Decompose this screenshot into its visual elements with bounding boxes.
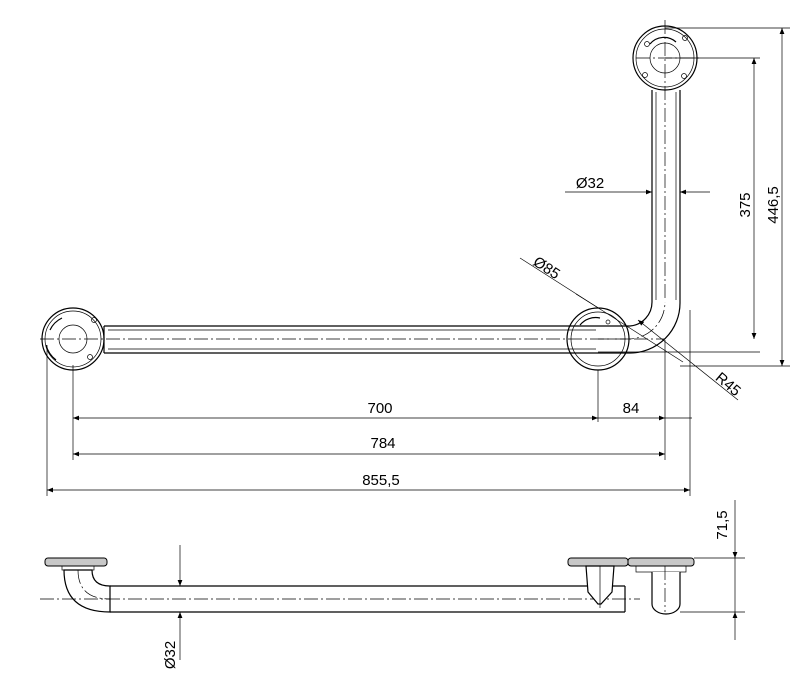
dim-375: 375	[737, 192, 754, 217]
bend	[598, 301, 681, 354]
side-left-flange	[44, 557, 108, 571]
vertical-bar	[651, 20, 681, 303]
side-view: 71,5 Ø32	[40, 500, 745, 669]
dimension-lines	[47, 28, 785, 493]
horizontal-bar	[40, 325, 665, 354]
side-bar	[40, 585, 640, 613]
dim-700: 700	[367, 400, 392, 417]
dim-dia-85: Ø85	[530, 253, 563, 283]
dim-r45: R45	[712, 369, 744, 400]
dim-855-5: 855,5	[362, 472, 400, 489]
side-left-elbow	[63, 569, 111, 613]
side-dimensions: 71,5 Ø32	[162, 500, 745, 669]
dim-784: 784	[370, 435, 395, 452]
dim-dia-32-side: Ø32	[162, 641, 179, 669]
dim-71-5: 71,5	[714, 510, 731, 539]
side-corner-flange	[567, 557, 629, 608]
dim-446-5: 446,5	[765, 186, 782, 224]
dim-84: 84	[623, 400, 640, 417]
side-right-flange	[627, 557, 695, 615]
extension-lines	[46, 27, 790, 496]
dim-dia-32-top: Ø32	[576, 175, 604, 192]
top-view: 700 84 784 855,5 375 446,5 Ø32 Ø85 R45	[40, 20, 790, 496]
